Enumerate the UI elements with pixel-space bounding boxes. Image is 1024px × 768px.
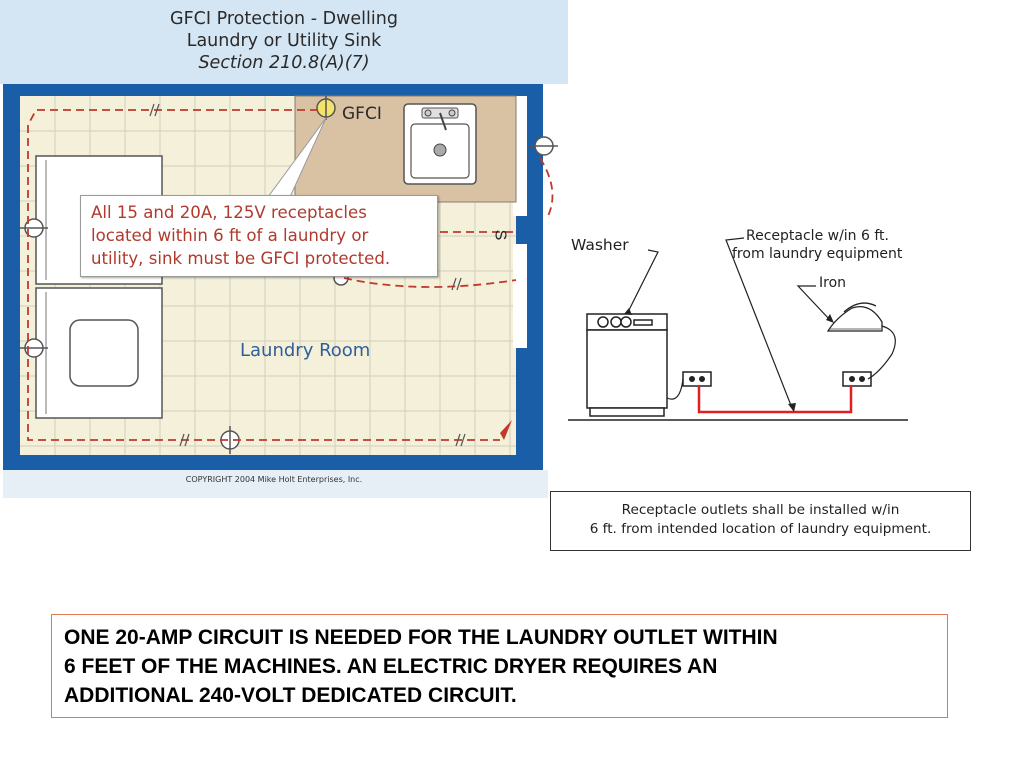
circuit-text-line-1: ONE 20-AMP CIRCUIT IS NEEDED FOR THE LAU… — [64, 626, 778, 649]
callout-line-3: utility, sink must be GFCI protected. — [91, 249, 391, 268]
note-line-1: Receptacle outlets shall be installed w/… — [621, 502, 900, 518]
iron-receptacle-icon — [842, 371, 872, 387]
receptacle-note-box: Receptacle outlets shall be installed w/… — [550, 491, 971, 551]
laundry-room-label: Laundry Room — [240, 340, 371, 361]
iron-icon — [826, 302, 883, 332]
circuit-wire — [697, 386, 853, 414]
circuit-text-line-2: 6 FEET OF THE MACHINES. AN ELECTRIC DRYE… — [64, 655, 718, 678]
circuit-text-line-3: ADDITIONAL 240-VOLT DEDICATED CIRCUIT. — [64, 684, 517, 707]
washer-receptacle-diagram: Washer Receptacle w/in 6 ft. from laundr… — [530, 214, 990, 474]
washer-label: Washer — [571, 236, 629, 254]
gfci-label: GFCI — [342, 104, 382, 124]
copyright-text: COPYRIGHT 2004 Mike Holt Enterprises, In… — [185, 475, 363, 484]
circuit-requirement-box: ONE 20-AMP CIRCUIT IS NEEDED FOR THE LAU… — [51, 614, 948, 718]
switch-symbol: S — [491, 229, 509, 241]
washer-icon — [586, 313, 668, 417]
callout-line-1: All 15 and 20A, 125V receptacles — [91, 203, 367, 222]
note-line-2: 6 ft. from intended location of laundry … — [589, 521, 932, 537]
callout-line-2: located within 6 ft of a laundry or — [91, 226, 369, 245]
washer-receptacle-drawing — [568, 237, 908, 421]
washer-receptacle-icon — [682, 371, 712, 387]
plan-title-line-1: GFCI Protection - Dwelling — [170, 9, 398, 29]
receptacle-label-line-2: from laundry equipment — [732, 246, 903, 262]
gfci-callout: All 15 and 20A, 125V receptacles located… — [80, 195, 438, 277]
plan-title-line-2: Laundry or Utility Sink — [186, 31, 382, 51]
plan-title: GFCI Protection - Dwelling Laundry or Ut… — [0, 8, 568, 74]
plan-title-line-3: Section 210.8(A)(7) — [198, 53, 370, 73]
iron-label: Iron — [819, 275, 847, 291]
floor-plan-diagram: GFCI Protection - Dwelling Laundry or Ut… — [0, 0, 568, 498]
receptacle-label-line-1: Receptacle w/in 6 ft. — [746, 228, 889, 244]
